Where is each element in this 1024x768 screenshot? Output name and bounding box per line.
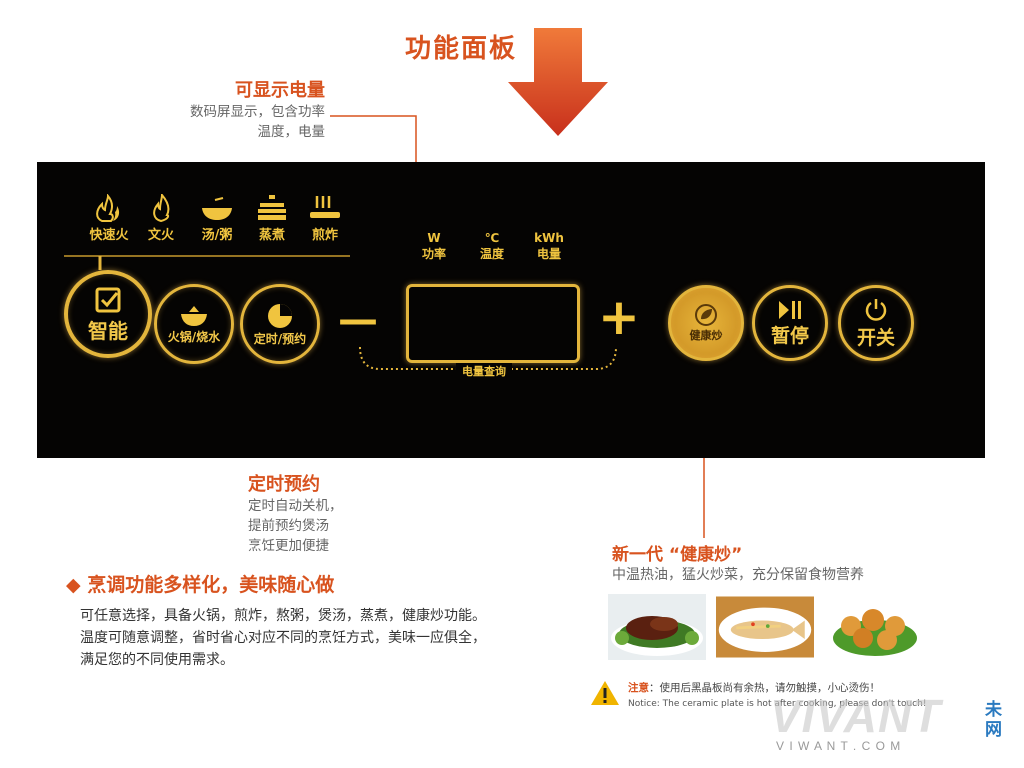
mode-fry[interactable]: 煎炸	[300, 192, 350, 243]
digital-display	[406, 284, 580, 363]
display-callout: 可显示电量 数码屏显示，包含功率 温度，电量	[150, 76, 325, 142]
diamond-bullet-icon: ◆	[66, 574, 81, 596]
power-icon	[865, 298, 887, 321]
mode-label: 煎炸	[311, 228, 338, 243]
timer-button-label: 定时/预约	[253, 331, 307, 346]
display-callout-line-2: 温度，电量	[257, 124, 326, 140]
food-photo-fish	[716, 596, 814, 658]
timer-callout: 定时预约 定时自动关机， 提前预约煲汤 烹饪更加便捷	[248, 470, 343, 556]
smart-button-label: 智能	[88, 318, 128, 343]
pause-button-label: 暂停	[770, 324, 809, 347]
feature-line-1: 可任意选择，具备火锅，煎炸，熬粥，煲汤，蒸煮，健康炒功能。	[80, 608, 486, 624]
timer-callout-line-3: 烹饪更加便捷	[248, 538, 329, 554]
healthy-stir-fry-label: 健康炒	[689, 329, 723, 342]
warning-notice: 注意：使用后黑晶板尚有余热，请勿触摸，小心烫伤！ Notice: The cer…	[590, 680, 926, 712]
pause-button[interactable]: 暂停	[752, 285, 828, 361]
power-button[interactable]: 开关	[838, 285, 914, 361]
healthy-stir-fry-button[interactable]: 健康炒	[668, 285, 744, 361]
food-photo-meat	[608, 594, 706, 660]
vivant-logo: VIVANT V I W A N T . C O M	[770, 690, 942, 753]
clock-pie-icon	[268, 303, 292, 328]
mode-gentle-fire[interactable]: 文火	[136, 192, 186, 243]
mode-label: 快速火	[89, 228, 129, 243]
clipboard-check-icon	[95, 287, 121, 312]
play-pause-icon	[779, 300, 801, 319]
steamer-icon	[258, 195, 286, 220]
bowl-icon	[202, 197, 232, 220]
display-callout-line-1: 数码屏显示，包含功率	[190, 104, 325, 120]
mode-steam[interactable]: 蒸煮	[247, 192, 297, 243]
vivant-url: V I W A N T . C O M	[776, 739, 902, 753]
power-button-label: 开关	[856, 326, 895, 349]
timer-callout-heading: 定时预约	[248, 474, 320, 495]
mode-label: 蒸煮	[258, 228, 285, 243]
hotpot-icon	[181, 305, 207, 326]
hotpot-button-label: 火锅/烧水	[167, 329, 221, 344]
minus-button[interactable]: —	[338, 297, 378, 343]
warning-text-en: Notice: The ceramic plate is hot after c…	[628, 699, 927, 709]
mode-label: 汤/粥	[201, 228, 233, 243]
mode-soup[interactable]: 汤/粥	[192, 192, 242, 243]
energy-query-label[interactable]: 电量查询	[456, 363, 512, 379]
healthy-callout-heading: 新一代 “健康炒”	[612, 545, 743, 565]
frying-icon	[310, 196, 340, 218]
warning-text-cn: ：使用后黑晶板尚有余热，请勿触摸，小心烫伤！	[649, 682, 880, 694]
double-flame-icon	[96, 194, 120, 222]
timer-callout-line-1: 定时自动关机，	[248, 498, 343, 514]
plus-button[interactable]: +	[598, 288, 640, 346]
smart-button[interactable]: 智能	[64, 270, 152, 358]
feature-description: 可任意选择，具备火锅，煎炸，熬粥，煲汤，蒸煮，健康炒功能。 温度可随意调整，省时…	[80, 605, 486, 671]
timer-callout-line-2: 提前预约煲汤	[248, 518, 329, 534]
flame-icon	[153, 194, 170, 222]
food-photo-balls	[831, 594, 919, 660]
display-callout-heading: 可显示电量	[235, 80, 325, 101]
feature-heading: ◆ 烹调功能多样化，美味随心做	[66, 574, 335, 596]
mode-rapid-fire[interactable]: 快速火	[84, 192, 134, 243]
feature-line-2: 温度可随意调整，省时省心对应不同的烹饪方式，美味一应俱全，	[80, 630, 486, 646]
leaf-icon	[695, 304, 717, 326]
timer-button[interactable]: 定时/预约	[240, 284, 320, 364]
mode-label: 文火	[147, 228, 174, 243]
down-arrow-icon	[508, 28, 608, 136]
logo-seal-icon: 未网	[985, 700, 1002, 740]
healthy-callout-line-1: 中温热油，猛火炒菜，充分保留食物营养	[612, 567, 864, 583]
mode-selector-arc	[64, 255, 350, 270]
warning-triangle-icon	[591, 681, 619, 705]
page-title: 功能面板	[405, 34, 518, 64]
healthy-callout: 新一代 “健康炒” 中温热油，猛火炒菜，充分保留食物营养	[612, 540, 864, 585]
hotpot-button[interactable]: 火锅/烧水	[154, 284, 234, 364]
warning-label: 注意	[628, 682, 649, 694]
feature-line-3: 满足您的不同使用需求。	[80, 652, 234, 668]
